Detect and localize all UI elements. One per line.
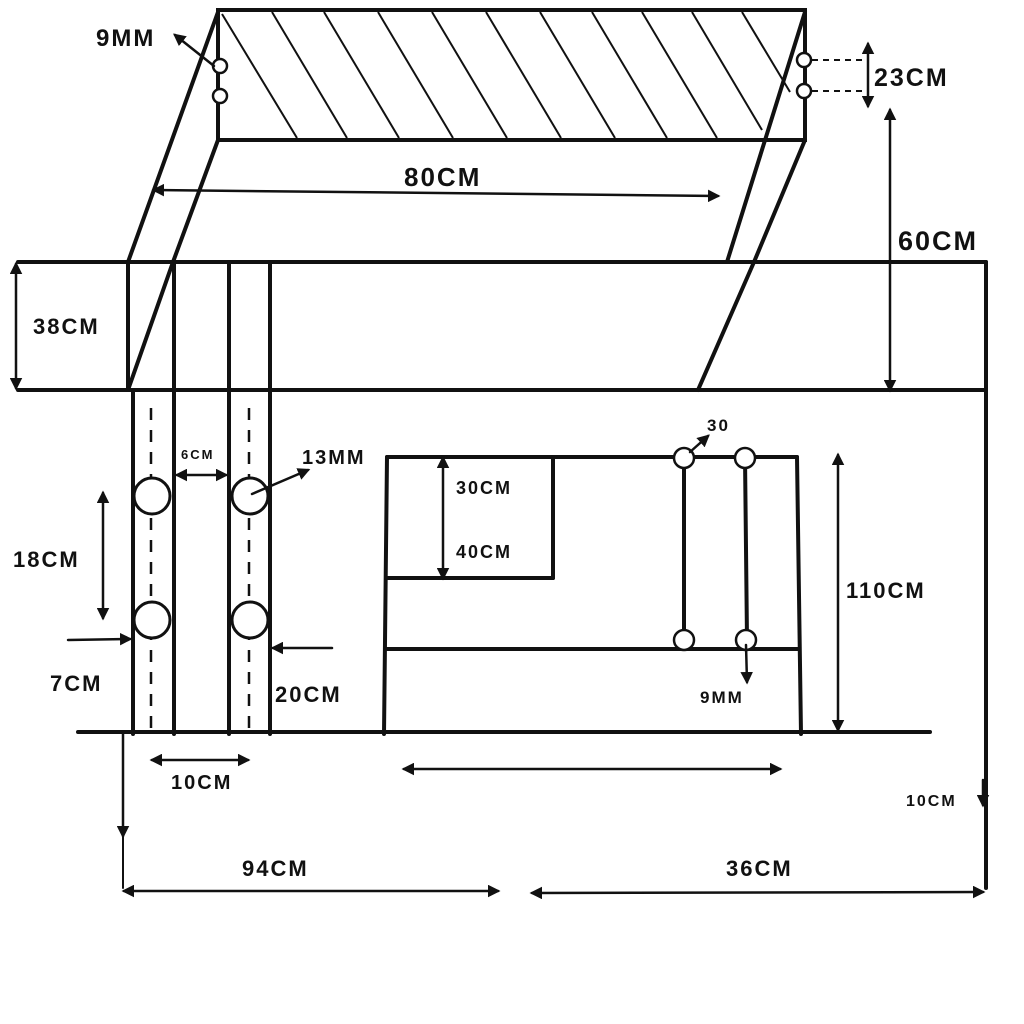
posts <box>131 260 272 736</box>
top-right-hole-upper <box>795 51 813 69</box>
horizontal-band <box>16 260 988 890</box>
label-hole-spacing: 18CM <box>13 547 80 572</box>
top-right-hole-lower <box>795 82 813 100</box>
post-hole-left-upper <box>132 476 172 516</box>
label-post-gap: 6CM <box>181 447 214 462</box>
label-right-offset: 20CM <box>275 682 342 707</box>
label-panel-inner: 40CM <box>456 542 512 562</box>
label-top-hole-size: 9MM <box>96 25 155 52</box>
label-total-height: 60CM <box>898 226 978 256</box>
post-hole-right-lower <box>230 600 270 640</box>
post-hole-left-lower <box>132 600 172 640</box>
label-panel-top: 30CM <box>456 478 512 498</box>
rod-hole-top-right <box>733 446 757 470</box>
top-left-hole-lower <box>211 87 229 105</box>
top-box <box>211 8 813 142</box>
post-hole-right-upper <box>230 476 270 516</box>
label-bottom-left: 94CM <box>242 856 309 881</box>
rod-hole-bottom-left <box>672 628 696 652</box>
dimension-lines <box>9 33 990 900</box>
top-box-hatching <box>221 11 791 139</box>
label-bottom-right: 36CM <box>726 856 793 881</box>
dimension-labels: 9MM 23CM 80CM 60CM 38CM 6CM 13MM 18CM 7C… <box>13 25 978 881</box>
label-top-width: 80CM <box>404 162 481 192</box>
label-band-height: 38CM <box>33 314 100 339</box>
label-post-width: 10CM <box>171 772 232 794</box>
label-left-offset: 7CM <box>50 671 102 696</box>
label-top-hole-spacing: 23CM <box>874 64 949 92</box>
label-large-hole-size: 13MM <box>302 447 366 469</box>
rod-hole-top-left <box>672 446 696 470</box>
panel-frame <box>382 446 803 736</box>
label-panel-height: 110CM <box>846 578 926 603</box>
label-rod-bottom-hole: 9MM <box>700 688 744 707</box>
label-bottom-offset: 10CM <box>906 793 957 810</box>
label-rod-hole-size: 30 <box>707 416 730 435</box>
slanted-supports <box>126 10 807 392</box>
